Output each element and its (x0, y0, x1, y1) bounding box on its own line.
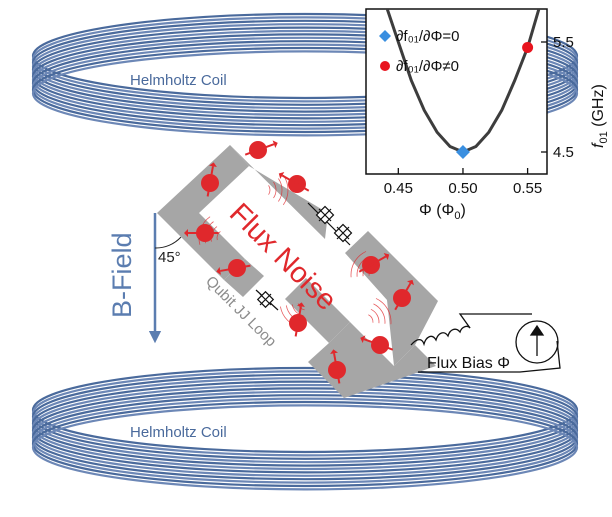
spin-group (184, 140, 414, 384)
spin-arrow-icon (393, 279, 414, 311)
helmholtz-coil-bottom-label: Helmholtz Coil (130, 424, 227, 441)
noise-ripples (198, 174, 392, 328)
angle-label: 45° (158, 249, 181, 266)
current-source-icon (515, 320, 559, 364)
y-tick-label: 4.5 (553, 144, 574, 161)
loop-bar-lower-left (224, 259, 264, 297)
noise-ripple (268, 185, 271, 195)
noise-ripple (278, 178, 283, 202)
point-diamond (455, 145, 470, 159)
noise-ripple (273, 181, 277, 199)
inductor-coil-icon (410, 325, 471, 347)
helmholtz-coil-top (31, 12, 579, 137)
noise-ripple (368, 314, 374, 323)
x-axis-ticks: 0.45 0.50 0.55 (384, 168, 542, 197)
spin-arrow-icon (328, 349, 346, 384)
loop-bar-upper-left (157, 145, 249, 280)
noise-ripple (350, 251, 367, 278)
angle-arc (154, 236, 182, 249)
loop-bar-upper-right (230, 145, 328, 239)
spin-arrow-icon (358, 253, 390, 274)
spin-arrow-icon (278, 172, 310, 193)
x-tick-label: 0.50 (448, 180, 477, 197)
noise-ripple (370, 308, 380, 324)
loop-bar-lower-mid (285, 278, 350, 343)
spin-arrow-icon (360, 335, 394, 354)
legend-label: ∂f₀₁/∂Φ=0 (396, 28, 460, 45)
noise-ripple (375, 298, 392, 325)
coil-winding (31, 50, 579, 137)
spin-arrow-icon (201, 162, 219, 197)
helmholtz-coil-bottom (31, 366, 579, 491)
x-axis-label: Φ (Φ0) (419, 202, 466, 222)
josephson-junction-icon (307, 202, 353, 246)
y-axis-ticks: 4.5 5.5 (541, 34, 574, 161)
y-axis-label: f01 (GHz) (590, 84, 610, 148)
x-tick-label: 0.45 (384, 180, 413, 197)
flux-bias-label: Flux Bias Φ (427, 355, 510, 372)
legend-label: ∂f₀₁/∂Φ≠0 (396, 58, 459, 75)
inset-chart: 0.45 0.50 0.55 4.5 5.5 ∂f₀₁/∂Φ=0 ∂f₀₁/∂Φ≠0 Φ… (365, 8, 610, 222)
noise-ripple (373, 303, 386, 324)
helmholtz-coil-top-label: Helmholtz Coil (130, 72, 227, 89)
flux-bias-circuit (410, 313, 561, 373)
spin-arrow-icon (244, 140, 278, 159)
spin-arrow-icon (184, 224, 219, 242)
data-points (455, 42, 534, 159)
loop-bar-bottom (308, 322, 436, 398)
point-circle (522, 42, 534, 53)
legend-marker-diamond (379, 30, 391, 42)
b-field-label: B-Field (107, 232, 137, 318)
spin-arrow-icon (289, 302, 307, 337)
spin-arrow-icon (216, 259, 251, 277)
flux-bias-wires (418, 313, 561, 373)
coil-winding (31, 404, 579, 491)
y-tick-label: 5.5 (553, 34, 574, 51)
noise-ripple (216, 231, 221, 241)
legend-marker-circle (380, 61, 390, 71)
josephson-junction-icon (255, 289, 279, 311)
legend: ∂f₀₁/∂Φ=0 ∂f₀₁/∂Φ≠0 (379, 28, 460, 75)
x-tick-label: 0.55 (513, 180, 542, 197)
